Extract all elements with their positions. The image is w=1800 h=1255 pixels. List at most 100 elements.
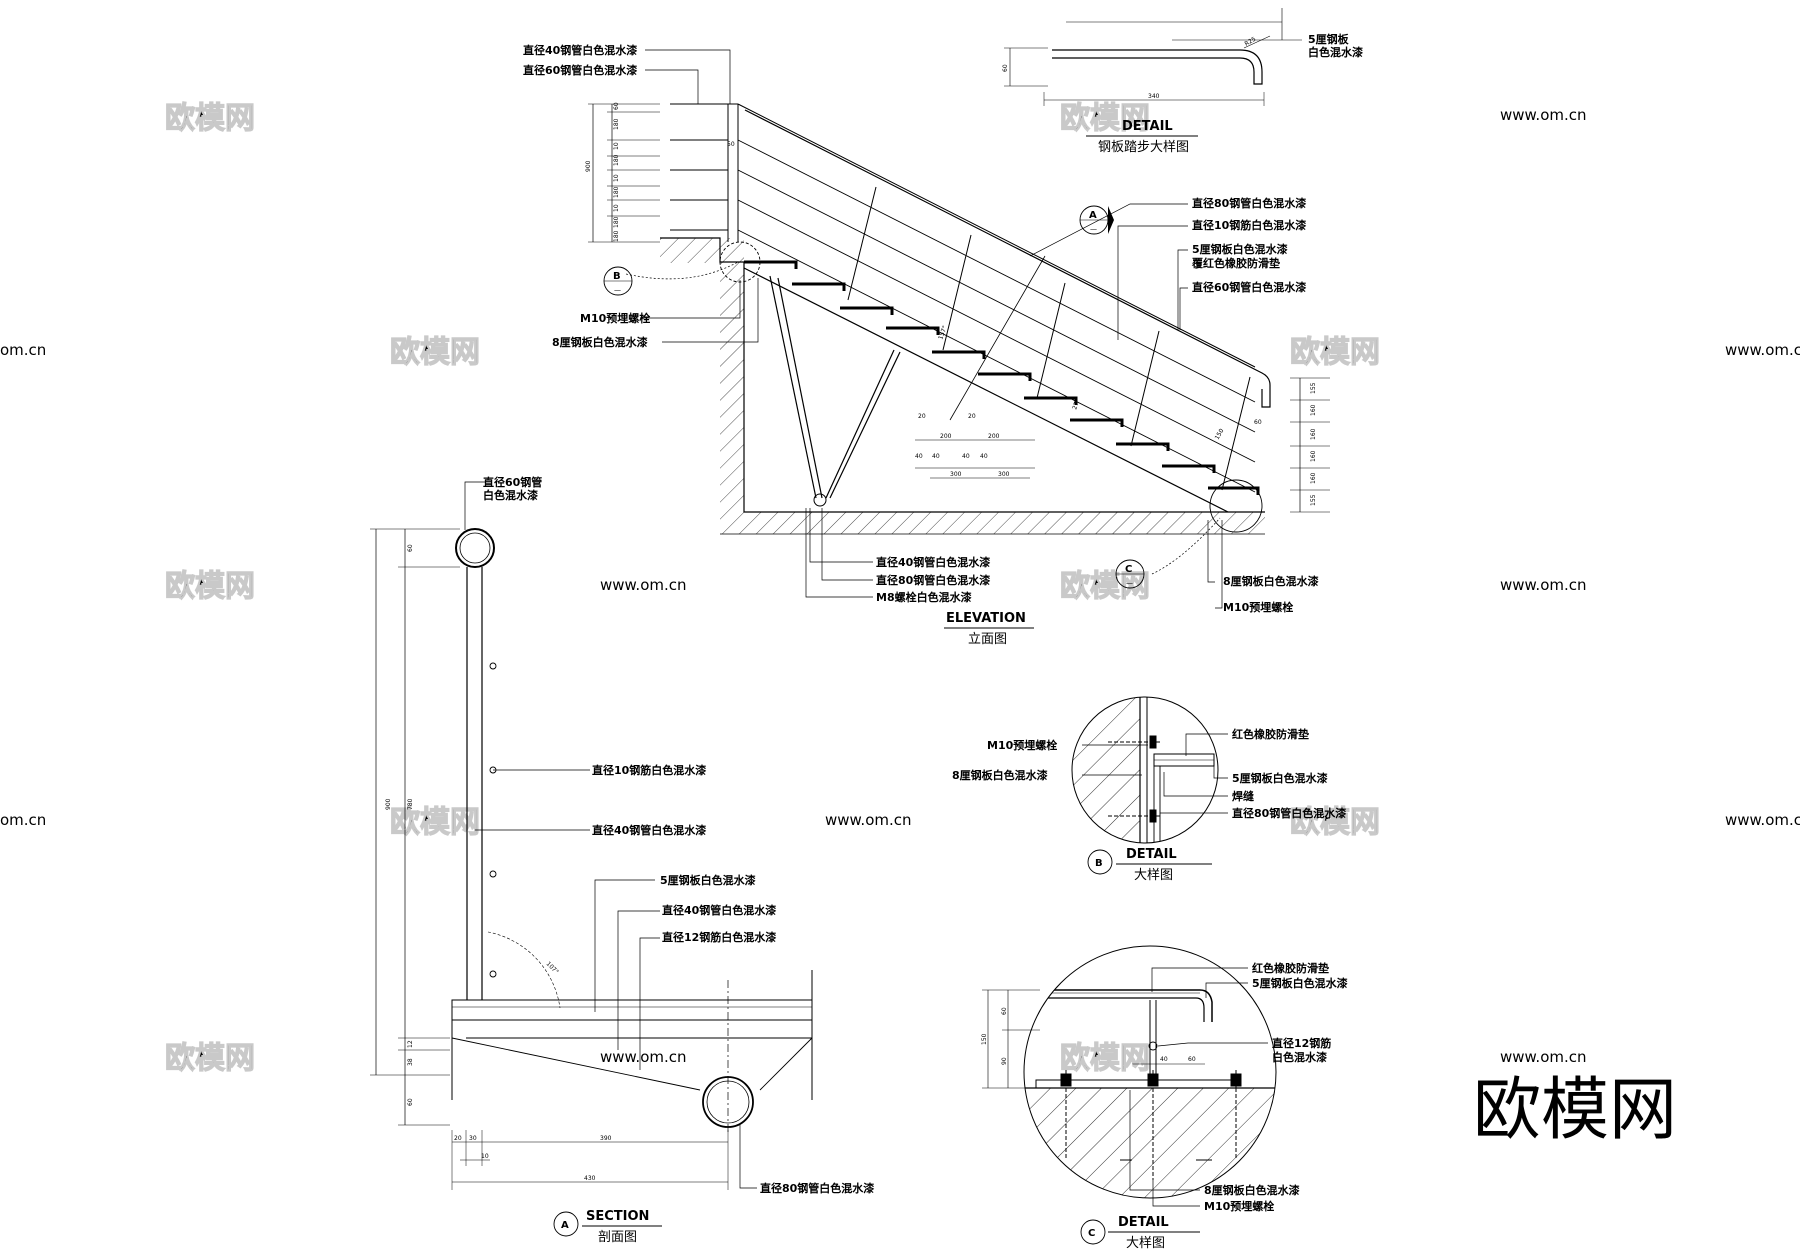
dim-label: 60 <box>1188 1056 1196 1063</box>
detail-c-marker <box>1209 479 1263 533</box>
dim-label: 155 <box>1310 494 1317 506</box>
tread <box>744 260 798 269</box>
watermark-brand: 欧模网 <box>1290 335 1380 370</box>
svg-text:C: C <box>1125 564 1132 575</box>
elevation-small-dims: 50 60 157° 27 150 <box>727 141 1262 441</box>
dim-label: 160 <box>1310 404 1317 416</box>
dim-label: 10 <box>481 1153 489 1160</box>
elevation-title: ELEVATION <box>946 611 1026 626</box>
callout-b-detail: B <box>1087 849 1113 875</box>
svg-text:C: C <box>1088 1228 1095 1239</box>
detail-b-title: DETAIL <box>1126 847 1177 862</box>
watermark-url: www.om.cn <box>1500 576 1587 594</box>
tread <box>1024 396 1078 405</box>
detail-b-note: 5厘钢板白色混水漆 <box>1232 771 1328 785</box>
dim-label: 38 <box>407 1058 414 1066</box>
dim-label: 200 <box>988 433 1000 440</box>
tread <box>840 306 894 315</box>
tread-plates <box>744 260 1260 495</box>
callout-a-section: A <box>553 1211 579 1237</box>
dim-label: 160 <box>1310 428 1317 440</box>
section-note: 直径40钢管白色混水漆 <box>592 823 706 837</box>
dim-label: 900 <box>385 798 392 810</box>
elevation-subtitle: 立面图 <box>968 632 1007 647</box>
dim-label: 60 <box>1254 419 1262 426</box>
elev-note: 直径60钢管白色混水漆 <box>523 63 637 77</box>
dim-label: 60 <box>1001 1007 1008 1015</box>
tread-note: 白色混水漆 <box>1308 45 1363 59</box>
bottom-pipe-80 <box>702 1076 754 1128</box>
elevation-view: 900 60 180 10 180 10 180 10 180 180 155 … <box>523 43 1330 647</box>
tread <box>792 282 846 291</box>
dim-label: 340 <box>1148 93 1160 100</box>
dim-label: 155 <box>1310 382 1317 394</box>
detail-c-note: 直径12钢筋 <box>1272 1036 1331 1050</box>
dim-label: 180 <box>613 216 620 228</box>
detail-tread: R25 60 340 5厘钢板 白色混水漆 DETAIL 钢板踏步大样图 <box>1002 8 1363 155</box>
dim-label: 60 <box>407 544 414 552</box>
callout-c-detail: C <box>1080 1219 1106 1245</box>
dim-label: 60 <box>1002 64 1009 72</box>
dim-label: 10 <box>613 174 620 182</box>
detail-b-note: 红色橡胶防滑垫 <box>1232 727 1309 741</box>
watermark-url: www.om.cn <box>600 576 687 594</box>
detail-b-subtitle: 大样图 <box>1134 868 1173 883</box>
section-note: 直径12钢筋白色混水漆 <box>662 930 776 944</box>
callout-c-elev: C — <box>1115 559 1145 589</box>
watermark-url: www.om.cn <box>1725 341 1800 359</box>
section-leaders <box>464 481 757 1189</box>
elev-note: 直径60钢管白色混水漆 <box>1192 280 1306 294</box>
watermark-brand: 欧模网 <box>165 569 255 604</box>
watermark-brand: 欧模网 <box>1060 101 1150 136</box>
dim-label: 20 <box>968 413 976 420</box>
dim-label: 900 <box>585 160 592 172</box>
tread <box>886 326 940 335</box>
handrail-top-inner <box>737 103 1256 368</box>
dim-label: 20 <box>454 1135 462 1142</box>
tread <box>1162 464 1216 473</box>
watermark-url: www.om.cn <box>1500 1048 1587 1066</box>
tread <box>932 350 986 359</box>
section-note: 白色混水漆 <box>483 488 538 502</box>
watermark-url: www.om.cn <box>1500 106 1587 124</box>
dim-label: 12 <box>407 1040 414 1048</box>
watermark-brand: 欧模网 <box>165 101 255 136</box>
svg-text:—: — <box>614 286 621 294</box>
dim-label: 430 <box>584 1175 596 1182</box>
top-rail-inner <box>459 532 491 564</box>
tread-section <box>451 999 813 1021</box>
watermarks: 欧模网 欧模网 www.om.cn 欧模网 欧模网 om.cn www.om.c… <box>0 100 1800 1150</box>
dim-label: 150 <box>1214 427 1226 441</box>
detail-c-note: 8厘钢板白色混水漆 <box>1204 1183 1300 1197</box>
section-note: 直径80钢管白色混水漆 <box>760 1181 874 1195</box>
elev-note: M8螺栓白色混水漆 <box>876 590 972 604</box>
section-note: 直径40钢管白色混水漆 <box>662 903 776 917</box>
section-subtitle: 剖面图 <box>598 1230 637 1245</box>
elev-note: 5厘钢板白色混水漆 <box>1192 242 1288 256</box>
dim-label: 160 <box>1310 472 1317 484</box>
upper-floor-hatch <box>660 238 744 263</box>
dim-label: 27 <box>1071 401 1080 411</box>
detail-b-note: 焊缝 <box>1232 789 1254 803</box>
dim-label: 10 <box>613 142 620 150</box>
dim-label: 40 <box>915 453 923 460</box>
dim-label: 40 <box>980 453 988 460</box>
dim-label: 160 <box>1310 450 1317 462</box>
elev-note: M10预埋螺栓 <box>580 311 650 325</box>
section-cut-line <box>949 255 1046 421</box>
elev-note: 直径80钢管白色混水漆 <box>1192 196 1306 210</box>
tread-note: 5厘钢板 <box>1308 32 1350 46</box>
floor-outline <box>660 237 1265 513</box>
dim-label: 180 <box>613 154 620 166</box>
watermark-url: www.om.cn <box>600 1048 687 1066</box>
tread <box>978 372 1032 381</box>
tread <box>1208 486 1260 495</box>
section-dims-bottom: 20 30 390 10 430 <box>451 1130 729 1190</box>
dim-label: 300 <box>998 471 1010 478</box>
dim-label: 780 <box>407 798 414 810</box>
dim-label: 157° <box>937 325 949 341</box>
section-title: SECTION <box>586 1209 649 1224</box>
detail-c: 150 60 90 40 60 红色橡胶防滑垫 5厘钢板白色混水漆 直径12钢筋… <box>981 945 1348 1251</box>
svg-text:B: B <box>1095 858 1103 869</box>
section-note: 直径60钢管 <box>483 475 542 489</box>
